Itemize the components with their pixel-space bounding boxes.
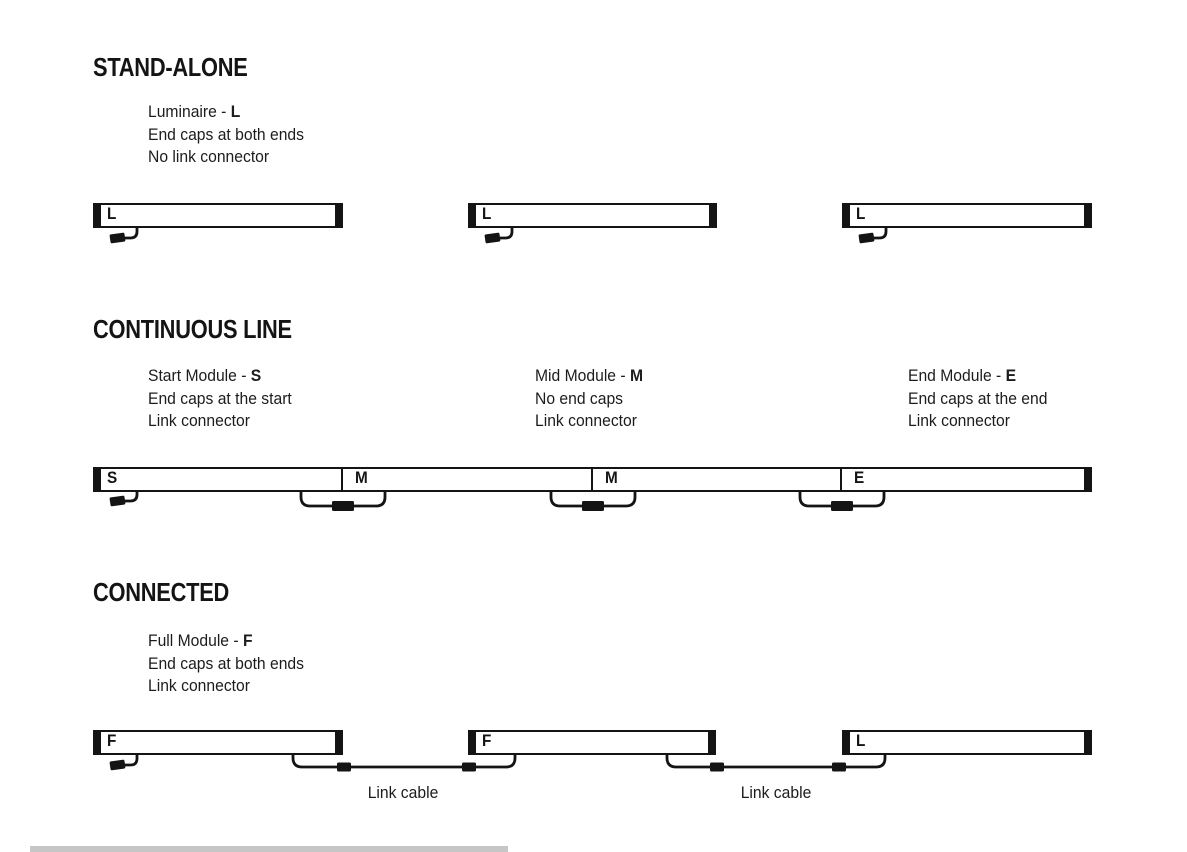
desc-line-module: End Module - E xyxy=(908,365,1047,388)
link-cable-icon xyxy=(665,754,887,772)
full-module: F xyxy=(93,730,343,755)
desc-line-connector: Link connector xyxy=(148,677,250,695)
luminaire-module: L xyxy=(842,730,1092,755)
module-letter: F xyxy=(482,731,492,750)
desc-line-connector: No link connector xyxy=(148,148,270,166)
desc-line-module: Start Module - S xyxy=(148,365,292,388)
end-cap-left xyxy=(470,732,476,753)
module-code: S xyxy=(250,367,262,385)
module-code: L xyxy=(230,103,241,121)
module-name: End Module - xyxy=(908,367,1006,385)
luminaire-module: L xyxy=(842,203,1092,228)
module-letter: E xyxy=(854,468,865,487)
module-joint xyxy=(840,469,842,490)
power-cord-icon xyxy=(484,227,514,244)
link-connector-icon xyxy=(299,490,387,511)
section-title-continuous-line: CONTINUOUS LINE xyxy=(93,314,292,344)
link-connector-icon xyxy=(549,490,637,511)
end-cap-left xyxy=(844,732,850,753)
end-cap-right xyxy=(1084,469,1090,490)
end-cap-left xyxy=(470,205,476,226)
connected-description: Full Module - F End caps at both ends Li… xyxy=(148,630,304,698)
end-cap-left xyxy=(95,205,101,226)
link-cable-icon xyxy=(291,754,517,772)
desc-line-module: Mid Module - M xyxy=(535,365,643,388)
module-code: E xyxy=(1005,367,1017,385)
module-name: Start Module - xyxy=(148,367,251,385)
end-cap-right xyxy=(708,732,714,753)
module-letter: M xyxy=(355,468,368,487)
power-cord-icon xyxy=(858,227,888,244)
power-cord-icon xyxy=(109,227,139,244)
power-cord-icon xyxy=(109,490,139,507)
start-module-description: Start Module - S End caps at the start L… xyxy=(148,365,292,433)
module-name: Full Module - xyxy=(148,632,243,650)
module-joint xyxy=(341,469,343,490)
end-cap-right xyxy=(709,205,715,226)
desc-line-endcaps: End caps at the end xyxy=(908,389,1048,408)
end-module-description: End Module - E End caps at the end Link … xyxy=(908,365,1047,433)
desc-line-endcaps: No end caps xyxy=(535,389,624,408)
module-name: Luminaire - xyxy=(148,103,231,121)
section-title-stand-alone: STAND-ALONE xyxy=(93,52,248,82)
module-letter: L xyxy=(107,204,117,223)
end-cap-left xyxy=(95,732,101,753)
module-letter: L xyxy=(482,204,492,223)
luminaire-module: L xyxy=(93,203,343,228)
continuous-line-run: S M M E xyxy=(93,467,1092,492)
module-letter: S xyxy=(107,468,118,487)
desc-line-endcaps: End caps at both ends xyxy=(148,125,304,144)
desc-line-endcaps: End caps at both ends xyxy=(148,654,304,673)
link-cable-label: Link cable xyxy=(740,784,812,802)
desc-line-endcaps: End caps at the start xyxy=(148,389,292,408)
full-module: F xyxy=(468,730,716,755)
power-cord-icon xyxy=(109,754,139,771)
desc-line-module: Luminaire - L xyxy=(148,101,304,124)
end-cap-left xyxy=(95,469,101,490)
module-letter: F xyxy=(107,731,117,750)
end-cap-right xyxy=(1084,205,1090,226)
end-cap-right xyxy=(335,205,341,226)
desc-line-connector: Link connector xyxy=(148,412,250,430)
end-cap-right xyxy=(335,732,341,753)
section-title-connected: CONNECTED xyxy=(93,577,230,607)
luminaire-module: L xyxy=(468,203,717,228)
desc-line-module: Full Module - F xyxy=(148,630,304,653)
end-cap-right xyxy=(1084,732,1090,753)
module-name: Mid Module - xyxy=(535,367,630,385)
module-code: F xyxy=(242,632,253,650)
end-cap-left xyxy=(844,205,850,226)
module-letter: L xyxy=(856,731,866,750)
module-joint xyxy=(591,469,593,490)
desc-line-connector: Link connector xyxy=(535,412,637,430)
module-letter: M xyxy=(605,468,618,487)
stand-alone-description: Luminaire - L End caps at both ends No l… xyxy=(148,101,304,169)
link-cable-label: Link cable xyxy=(367,784,439,802)
module-letter: L xyxy=(856,204,866,223)
cropped-artifact-bar xyxy=(30,846,508,852)
desc-line-connector: Link connector xyxy=(908,412,1010,430)
link-connector-icon xyxy=(798,490,886,511)
mid-module-description: Mid Module - M No end caps Link connecto… xyxy=(535,365,643,433)
module-code: M xyxy=(629,367,644,385)
